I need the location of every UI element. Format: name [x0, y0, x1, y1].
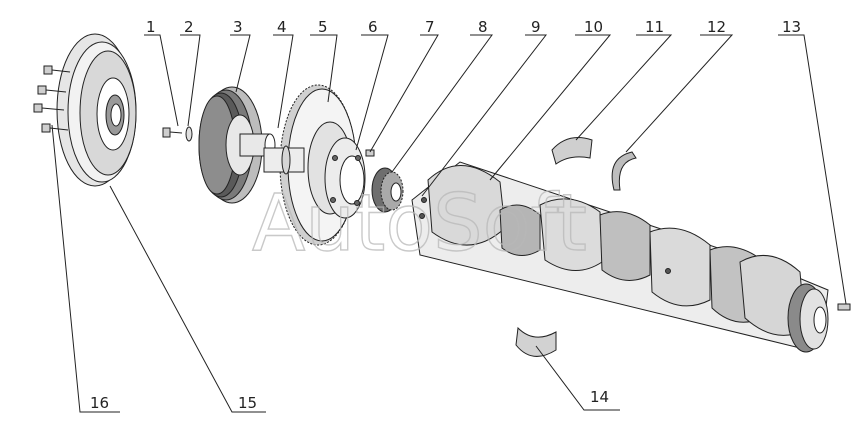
part-bearing-lower	[515, 326, 557, 357]
part-thrust-washer	[611, 151, 637, 191]
watermark: AutoSoft	[252, 179, 587, 269]
callout-labels: 1 2 3 4 5 6 7 8 9 10 11 12 13 14 15 16	[90, 18, 801, 412]
callout-9: 9	[531, 18, 541, 36]
callout-3: 3	[233, 18, 243, 36]
callout-12: 12	[707, 18, 726, 36]
callout-5: 5	[318, 18, 328, 36]
callout-2: 2	[184, 18, 194, 36]
callout-1: 1	[146, 18, 156, 36]
callout-16: 16	[90, 394, 109, 412]
part-crankshaft	[411, 161, 829, 353]
part-flange	[324, 137, 366, 219]
callout-4: 4	[277, 18, 287, 36]
part-pulley	[56, 33, 137, 187]
callout-14: 14	[590, 388, 609, 406]
part-pin	[365, 149, 375, 157]
callout-8: 8	[478, 18, 488, 36]
callout-13: 13	[782, 18, 801, 36]
part-damper-pulley	[198, 86, 276, 204]
callout-11: 11	[645, 18, 664, 36]
callout-6: 6	[368, 18, 378, 36]
callout-15: 15	[238, 394, 257, 412]
callout-7: 7	[425, 18, 435, 36]
part-bolts	[33, 65, 71, 133]
part-rear-pin	[837, 303, 851, 311]
callout-10: 10	[584, 18, 603, 36]
leader-lines	[51, 34, 847, 413]
part-washer	[185, 126, 193, 142]
part-crank-gear	[371, 167, 404, 213]
part-bearing-upper	[551, 137, 593, 165]
part-small-bolt	[162, 127, 183, 138]
